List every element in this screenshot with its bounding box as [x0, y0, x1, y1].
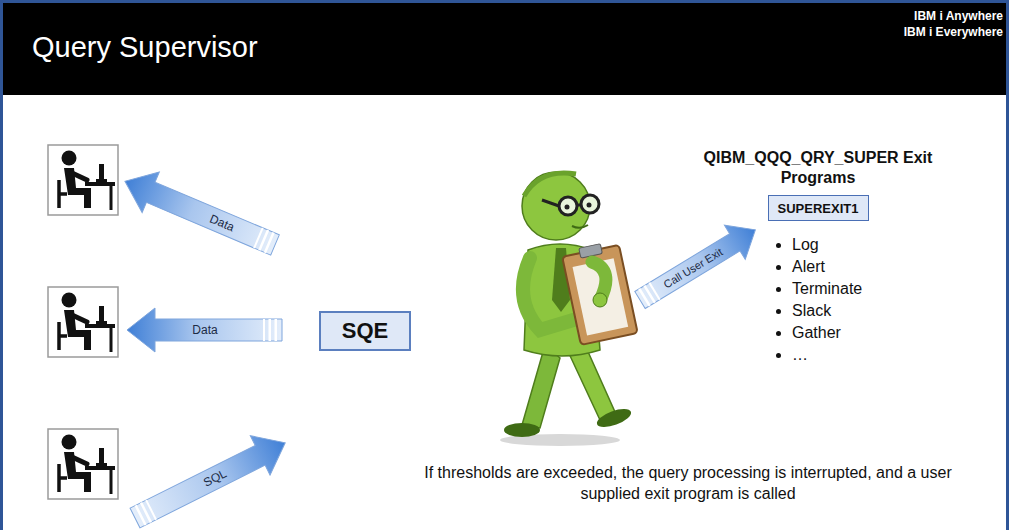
brand-tagline: IBM i Anywhere — [914, 9, 1003, 23]
slide-title: Query Supervisor — [32, 31, 258, 64]
user-icon — [48, 287, 118, 357]
user-icon — [48, 145, 118, 215]
header-bar — [0, 0, 1009, 95]
arrow-label: Call User Exit — [661, 246, 724, 291]
exit-heading: QIBM_QQQ_QRY_SUPER Exit Programs — [698, 148, 938, 188]
exit-action: … — [792, 344, 862, 366]
box-text: SUPEREXIT1 — [778, 201, 859, 216]
bullet-list: LogAlertTerminateSlackGather… — [772, 234, 862, 366]
sql-arrow — [125, 423, 295, 530]
call-arrow — [630, 213, 766, 317]
exit-action: Slack — [792, 300, 862, 322]
exit-action: Gather — [792, 322, 862, 344]
exit-action: Terminate — [792, 278, 862, 300]
data-arrow — [116, 161, 283, 265]
brand-tagline: IBM i Everywhere — [904, 25, 1003, 39]
user-icon — [48, 429, 118, 499]
engine-box: SQE — [319, 311, 411, 351]
supervisor-figure — [500, 172, 638, 446]
exit-action: Log — [792, 234, 862, 256]
box-text: SQE — [342, 318, 388, 344]
exit-action: Alert — [792, 256, 862, 278]
arrow-label: Data — [192, 323, 217, 337]
exit-program-box: SUPEREXIT1 — [768, 195, 869, 221]
data-arrow — [127, 308, 282, 352]
caption: If thresholds are exceeded, the query pr… — [408, 462, 968, 504]
